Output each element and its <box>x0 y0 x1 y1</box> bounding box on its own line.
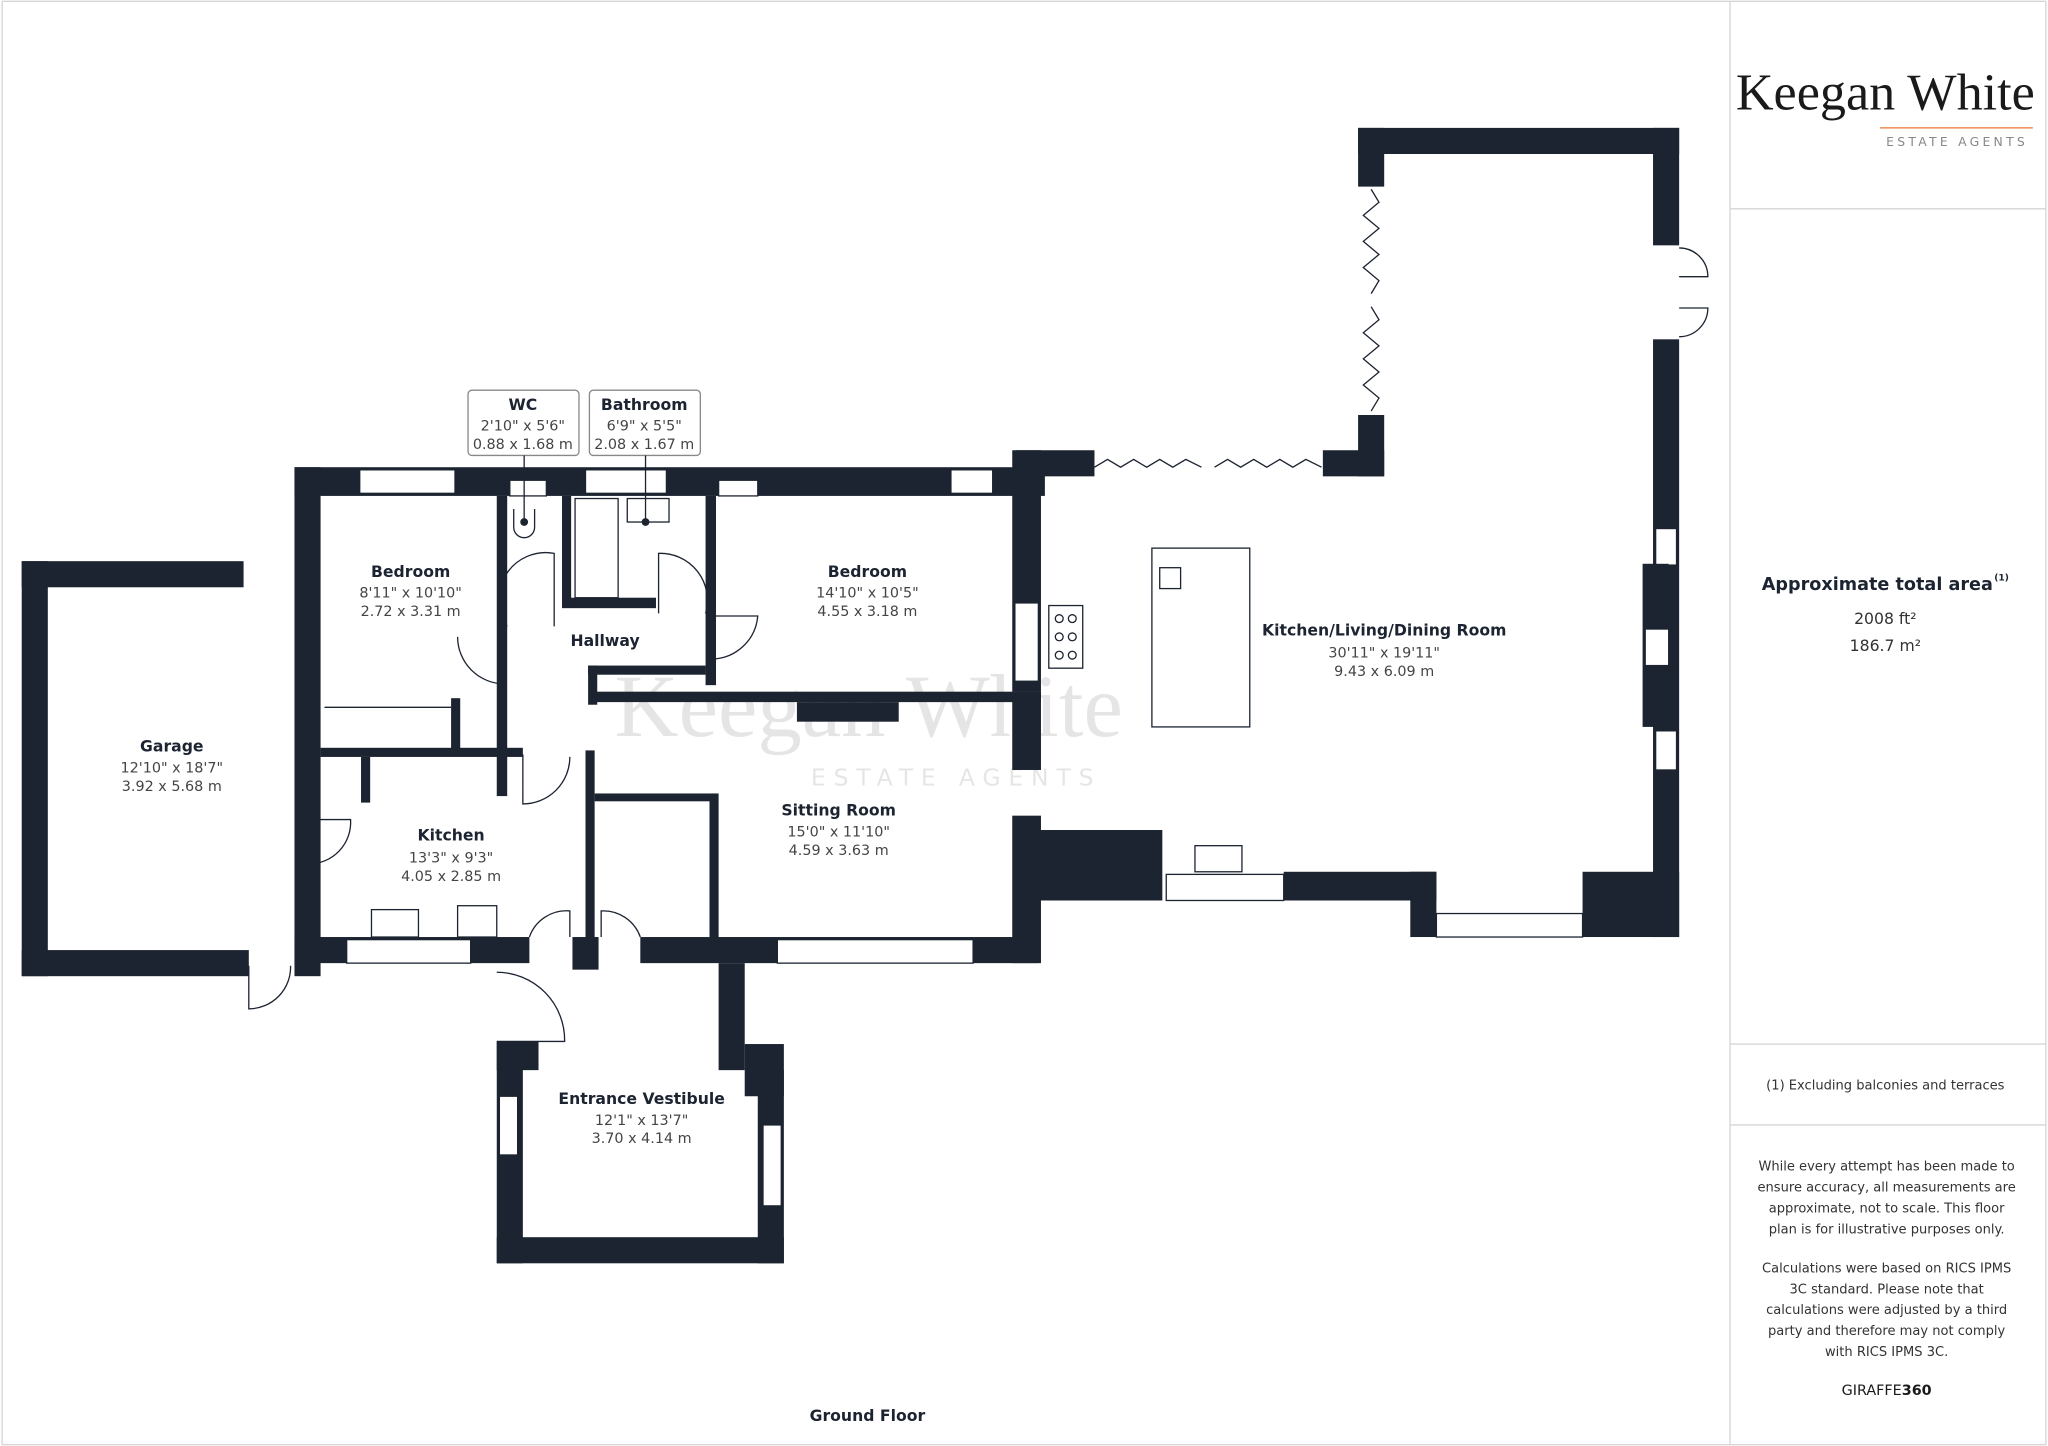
room-label-kitchen-living-dining: Kitchen/Living/Dining Room 30'11" x 19'1… <box>1262 621 1506 680</box>
svg-text:3.70 x 4.14 m: 3.70 x 4.14 m <box>592 1131 692 1147</box>
svg-text:9.43 x 6.09 m: 9.43 x 6.09 m <box>1334 664 1434 680</box>
svg-text:13'3" x 9'3": 13'3" x 9'3" <box>409 851 493 867</box>
svg-text:Kitchen: Kitchen <box>417 825 484 844</box>
svg-text:ESTATE AGENTS: ESTATE AGENTS <box>811 764 1101 792</box>
svg-text:2.72 x 3.31 m: 2.72 x 3.31 m <box>361 604 461 620</box>
room-label-wc: WC 2'10" x 5'6" 0.88 x 1.68 m <box>473 395 573 453</box>
svg-text:3.92 x 5.68 m: 3.92 x 5.68 m <box>122 779 222 795</box>
svg-text:4.55 x 3.18 m: 4.55 x 3.18 m <box>817 604 917 620</box>
svg-text:4.59 x 3.63 m: 4.59 x 3.63 m <box>789 843 889 859</box>
svg-text:Garage: Garage <box>140 737 204 756</box>
svg-text:4.05 x 2.85 m: 4.05 x 2.85 m <box>401 869 501 885</box>
room-label-bedroom-2: Bedroom 14'10" x 10'5" 4.55 x 3.18 m <box>816 562 919 620</box>
svg-text:8'11" x 10'10": 8'11" x 10'10" <box>359 586 462 602</box>
svg-text:Bathroom: Bathroom <box>601 395 688 414</box>
sidebar: Keegan White ESTATE AGENTS Approximate t… <box>1729 1 2046 1445</box>
svg-text:WC: WC <box>508 395 537 414</box>
footnote: (1) Excluding balconies and terraces <box>1766 1079 2004 1094</box>
svg-text:Keegan White: Keegan White <box>1736 64 2035 122</box>
svg-text:2.08 x 1.67 m: 2.08 x 1.67 m <box>594 437 694 453</box>
svg-text:3C standard. Please note that: 3C standard. Please note that <box>1790 1282 1984 1297</box>
svg-text:party and therefore may not co: party and therefore may not comply <box>1768 1324 2006 1339</box>
svg-text:ESTATE AGENTS: ESTATE AGENTS <box>1886 134 2028 149</box>
svg-text:12'10" x 18'7": 12'10" x 18'7" <box>121 761 224 777</box>
svg-text:6'9" x 5'5": 6'9" x 5'5" <box>607 419 682 435</box>
svg-text:Entrance Vestibule: Entrance Vestibule <box>558 1089 724 1108</box>
walls <box>21 127 1709 1264</box>
area-note-mark: (1) <box>1994 574 2009 584</box>
giraffe360-credit: GIRAFFE360 <box>1842 1383 1932 1399</box>
svg-text:12'1" x 13'7": 12'1" x 13'7" <box>595 1113 688 1129</box>
area-ft: 2008 ft² <box>1854 609 1916 628</box>
svg-text:Hallway: Hallway <box>570 631 639 650</box>
room-label-bathroom: Bathroom 6'9" x 5'5" 2.08 x 1.67 m <box>594 395 694 453</box>
svg-text:with RICS IPMS 3C.: with RICS IPMS 3C. <box>1825 1345 1948 1360</box>
svg-text:approximate, not to scale. Thi: approximate, not to scale. This floor <box>1769 1201 2005 1216</box>
svg-text:Bedroom: Bedroom <box>371 562 450 581</box>
room-label-sitting-room: Sitting Room 15'0" x 11'10" 4.59 x 3.63 … <box>781 801 896 859</box>
room-label-bedroom-1: Bedroom 8'11" x 10'10" 2.72 x 3.31 m <box>359 562 462 620</box>
svg-text:calculations were adjusted by: calculations were adjusted by a third <box>1766 1303 2007 1318</box>
svg-text:plan is for illustrative purpo: plan is for illustrative purposes only. <box>1769 1222 2005 1237</box>
area-m: 186.7 m² <box>1850 636 1921 655</box>
room-label-hallway: Hallway <box>570 631 639 650</box>
area-title: Approximate total area <box>1762 575 1993 595</box>
svg-text:Sitting Room: Sitting Room <box>781 801 896 820</box>
svg-text:2'10" x 5'6": 2'10" x 5'6" <box>481 419 565 435</box>
svg-text:14'10" x 10'5": 14'10" x 10'5" <box>816 586 919 602</box>
calculation-note: Calculations were based on RICS IPMS 3C … <box>1762 1261 2011 1360</box>
floor-label: Ground Floor <box>810 1406 926 1425</box>
svg-text:30'11" x 19'11": 30'11" x 19'11" <box>1328 646 1440 662</box>
fixtures <box>248 497 1251 1043</box>
room-label-kitchen: Kitchen 13'3" x 9'3" 4.05 x 2.85 m <box>401 825 501 884</box>
svg-text:Calculations were based on RIC: Calculations were based on RICS IPMS <box>1762 1261 2011 1276</box>
area-title-line: Approximate total area(1) <box>1762 574 2009 595</box>
svg-text:While every attempt has been m: While every attempt has been made to <box>1758 1160 2014 1175</box>
svg-text:ensure accuracy, all measureme: ensure accuracy, all measurements are <box>1758 1181 2016 1196</box>
disclaimer: While every attempt has been made to ens… <box>1758 1160 2016 1238</box>
room-label-entrance-vestibule: Entrance Vestibule 12'1" x 13'7" 3.70 x … <box>558 1089 724 1147</box>
svg-text:Kitchen/Living/Dining Room: Kitchen/Living/Dining Room <box>1262 621 1506 640</box>
svg-text:Bedroom: Bedroom <box>828 562 907 581</box>
svg-text:15'0" x 11'10": 15'0" x 11'10" <box>787 825 890 841</box>
svg-text:0.88 x 1.68 m: 0.88 x 1.68 m <box>473 437 573 453</box>
brand-logo: Keegan White ESTATE AGENTS <box>1736 64 2035 150</box>
room-label-garage: Garage 12'10" x 18'7" 3.92 x 5.68 m <box>121 737 224 795</box>
